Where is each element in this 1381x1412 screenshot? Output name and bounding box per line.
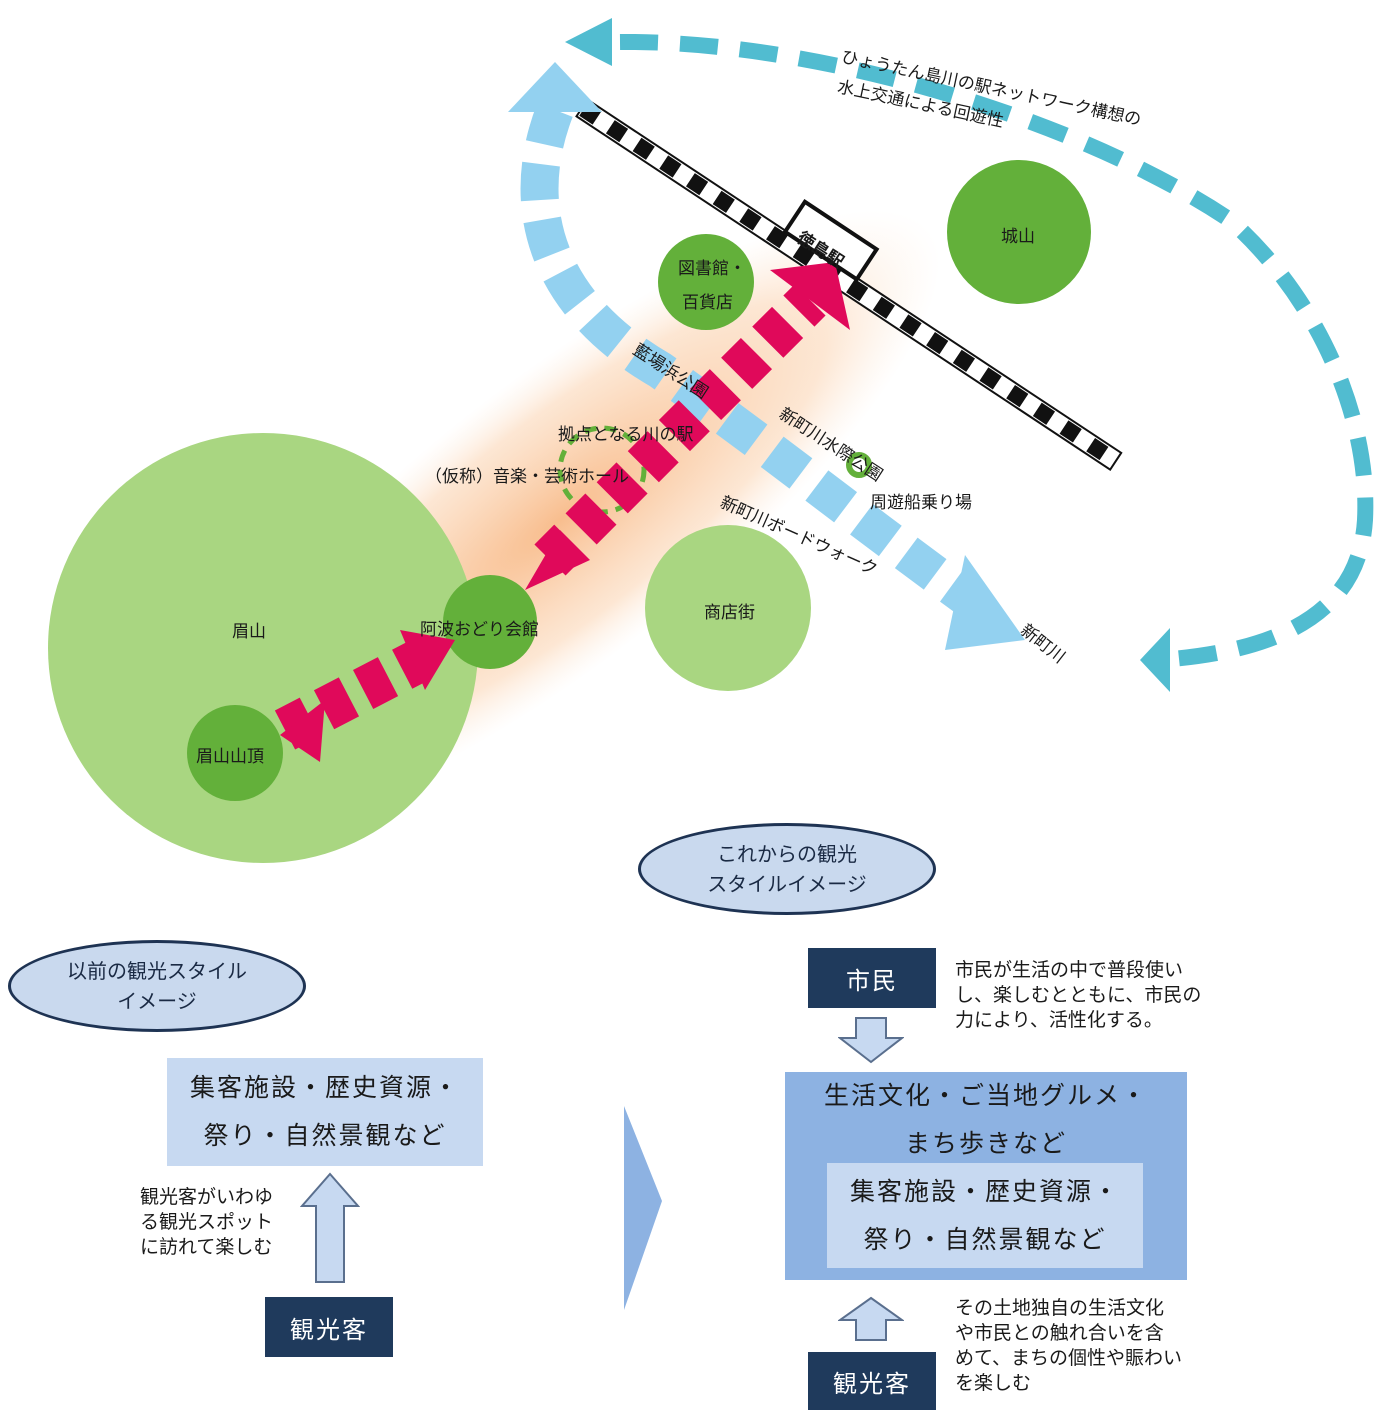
future-outer-line1: 生活文化・ご当地グルメ・	[823, 1081, 1148, 1110]
future-note-line4: を楽しむ	[955, 1372, 1032, 1394]
future-style-ellipse: これからの観光 スタイルイメージ	[638, 823, 936, 915]
shiroyama-label: 城山	[1001, 227, 1035, 247]
past-up-arrow	[300, 1172, 360, 1283]
loop-arrowhead-top	[565, 18, 612, 66]
past-tourist-note: 観光客がいわゆ る観光スポット に訪れて楽しむ	[140, 1185, 273, 1260]
river-station-label: 拠点となる川の駅	[558, 425, 694, 445]
future-outer-line2: まち歩きなど	[904, 1129, 1067, 1158]
station-sign	[782, 199, 880, 283]
shotengai-area	[645, 525, 811, 691]
past-tourist-box: 観光客	[265, 1297, 393, 1357]
water-route-loop	[619, 33, 1374, 668]
future-inner-box: 集客施設・歴史資源・ 祭り・自然景観など	[827, 1163, 1143, 1268]
future-inner-line2: 祭り・自然景観など	[863, 1224, 1107, 1254]
past-note-line3: に訪れて楽しむ	[140, 1236, 273, 1258]
river-arrowhead-bottom	[945, 555, 1025, 650]
awaodori-circle	[443, 575, 537, 669]
citizen-box: 市民	[808, 948, 936, 1008]
tourism-map	[48, 18, 1374, 863]
shotengai-label: 商店街	[704, 603, 755, 623]
library-label-line1: 図書館・	[678, 259, 746, 279]
past-note-line2: る観光スポット	[140, 1211, 274, 1233]
past-note-line1: 観光客がいわゆ	[140, 1186, 274, 1208]
future-note-line1: その土地独自の生活文化	[955, 1297, 1165, 1319]
future-tourist-note: その土地独自の生活文化 や市民との触れ合いを含 めて、まちの個性や賑わい を楽し…	[955, 1296, 1182, 1396]
future-inner-line1: 集客施設・歴史資源・	[849, 1176, 1120, 1206]
past-box-line1: 集客施設・歴史資源・	[189, 1073, 460, 1102]
pier-marker	[846, 452, 872, 478]
citizen-note-line3: 力により、活性化する。	[955, 1009, 1163, 1031]
past-attractions-box: 集客施設・歴史資源・ 祭り・自然景観など	[167, 1058, 483, 1166]
river-arrowhead-top	[508, 62, 602, 112]
future-note-line3: めて、まちの個性や賑わい	[955, 1347, 1183, 1369]
red-arrow-upper	[525, 262, 850, 590]
past-ellipse-line1: 以前の観光スタイル	[67, 959, 247, 983]
citizen-down-arrow	[838, 1017, 904, 1064]
transition-chevron	[624, 1106, 662, 1310]
summit-label: 眉山山頂	[196, 747, 264, 767]
summit-circle	[187, 705, 283, 801]
past-style-ellipse: 以前の観光スタイル イメージ	[8, 940, 306, 1032]
hall-label: （仮称）音楽・芸術ホール	[425, 467, 629, 487]
library-circle	[658, 234, 754, 330]
red-arrow-lower	[274, 630, 455, 762]
shiroyama-circle	[947, 160, 1091, 304]
awaodori-label: 阿波おどり会館	[420, 620, 539, 640]
bizan-area	[48, 433, 478, 863]
pier-label: 周遊船乗り場	[870, 493, 972, 513]
library-label-line2: 百貨店	[682, 293, 733, 313]
loop-arrowhead-bottom	[1140, 628, 1170, 692]
future-ellipse-line1: これからの観光	[717, 842, 857, 866]
future-outer-text: 生活文化・ご当地グルメ・ まち歩きなど	[785, 1072, 1187, 1168]
past-ellipse-line2: イメージ	[117, 989, 197, 1013]
bizan-label: 眉山	[232, 622, 266, 642]
citizen-note-line2: し、楽しむとともに、市民の	[955, 984, 1202, 1006]
citizen-note-line1: 市民が生活の中で普段使い	[955, 959, 1184, 981]
future-note-line2: や市民との触れ合いを含	[955, 1322, 1164, 1344]
citizen-note: 市民が生活の中で普段使い し、楽しむとともに、市民の 力により、活性化する。	[955, 958, 1201, 1033]
future-ellipse-line2: スタイルイメージ	[707, 872, 867, 896]
future-up-arrow	[838, 1296, 904, 1341]
river-route	[520, 103, 982, 616]
past-box-line2: 祭り・自然景観など	[203, 1121, 447, 1150]
future-tourist-box: 観光客	[808, 1352, 936, 1410]
